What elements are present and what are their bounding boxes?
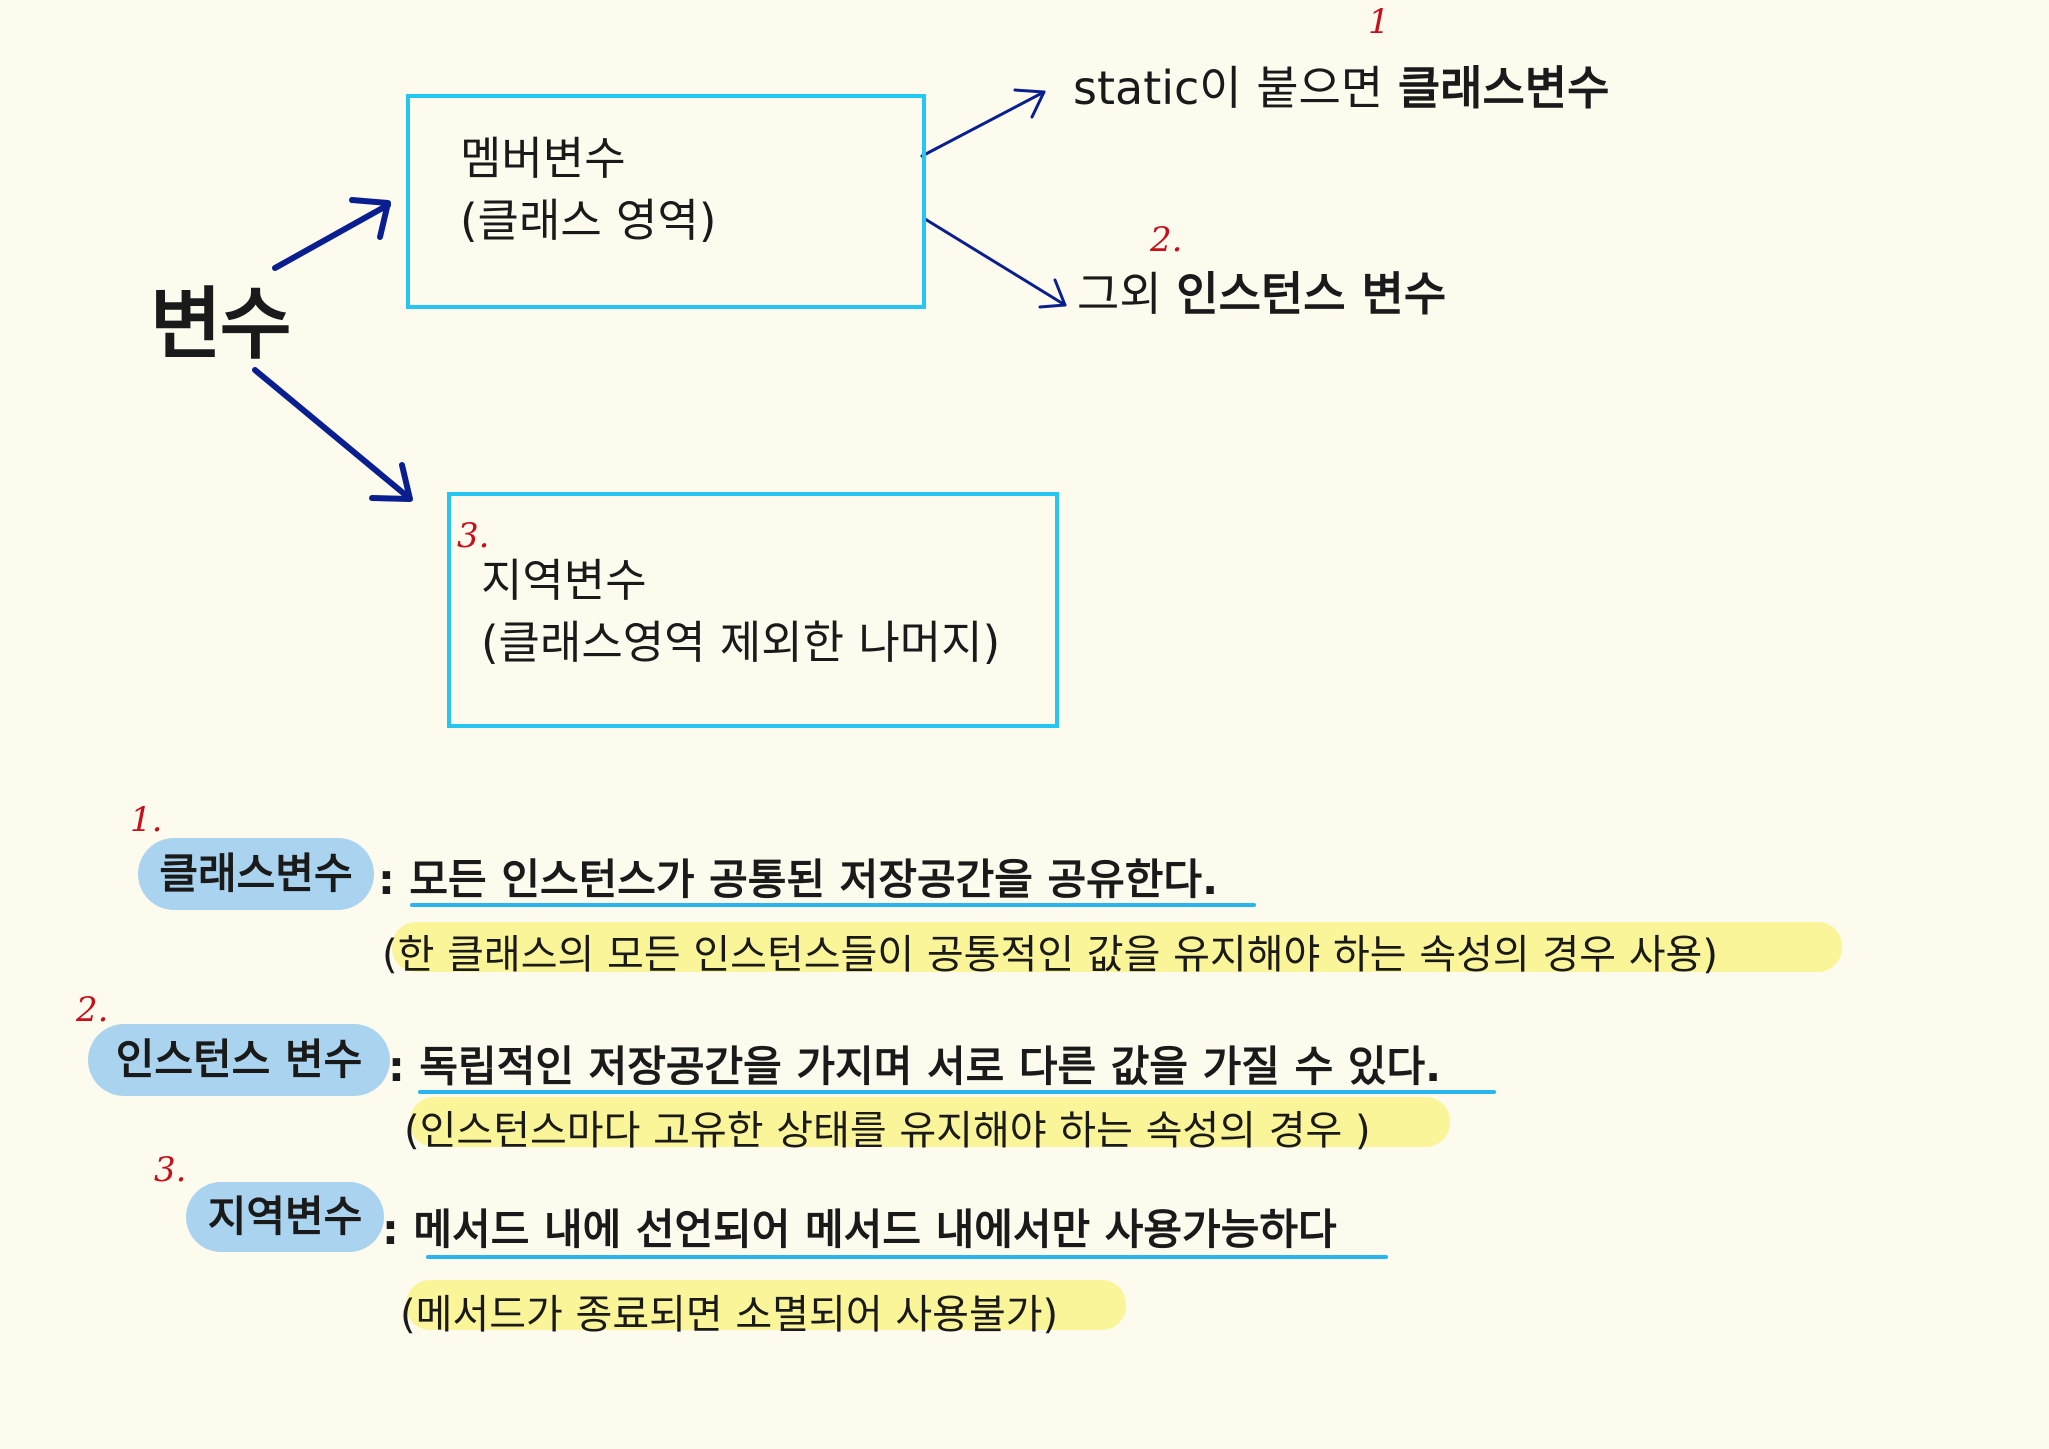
def-class-underline bbox=[410, 903, 1256, 907]
arrow-root-to-local bbox=[252, 367, 413, 502]
member-variable-box: 멤버변수 (클래스 영역) bbox=[406, 94, 926, 309]
def-instance-text: : 독립적인 저장공간을 가지며 서로 다른 값을 가질 수 있다. bbox=[388, 1042, 1442, 1091]
def-instance-term: 인스턴스 변수 bbox=[88, 1024, 390, 1096]
arrow-member-to-class-var bbox=[920, 88, 1046, 158]
def-class-note: (한 클래스의 모든 인스턴스들이 공통적인 값을 유지해야 하는 속성의 경우… bbox=[382, 932, 1718, 978]
member-box-title: 멤버변수 bbox=[460, 132, 626, 185]
def-local-text: : 메서드 내에 선언되어 메서드 내에서만 사용가능하다 bbox=[382, 1205, 1337, 1254]
branch-instance-var: 그외 인스턴스 변수 bbox=[1077, 258, 1446, 324]
def-instance-underline bbox=[418, 1090, 1496, 1094]
def-class-note-highlight bbox=[392, 922, 1842, 972]
local-box-marker: 3. bbox=[457, 516, 490, 556]
def-instance-marker: 2. bbox=[76, 990, 109, 1030]
branch-instance-marker: 2. bbox=[1150, 220, 1183, 260]
member-box-subtitle: (클래스 영역) bbox=[460, 194, 717, 247]
local-box-subtitle: (클래스영역 제외한 나머지) bbox=[481, 616, 1001, 669]
def-instance-note-highlight bbox=[410, 1097, 1450, 1147]
def-local-underline bbox=[426, 1255, 1388, 1259]
def-local-term: 지역변수 bbox=[186, 1182, 384, 1252]
local-variable-box: 3. 지역변수 (클래스영역 제외한 나머지) bbox=[447, 492, 1059, 728]
def-class-term: 클래스변수 bbox=[138, 838, 374, 910]
root-label: 변수 bbox=[150, 280, 292, 370]
def-local-marker: 3. bbox=[154, 1150, 187, 1190]
arrow-root-to-member bbox=[272, 197, 391, 271]
def-class-marker: 1. bbox=[130, 800, 163, 840]
local-box-title: 지역변수 bbox=[481, 554, 647, 607]
def-local-note: (메서드가 종료되면 소멸되어 사용불가) bbox=[400, 1292, 1059, 1338]
branch-class-prefix: static이 붙으면 bbox=[1073, 61, 1398, 115]
branch-instance-term: 인스턴스 변수 bbox=[1176, 267, 1447, 321]
arrow-member-to-instance-var bbox=[923, 217, 1067, 309]
def-instance-note: (인스턴스마다 고유한 상태를 유지해야 하는 속성의 경우 ) bbox=[404, 1108, 1371, 1154]
def-local-note-highlight bbox=[406, 1280, 1126, 1330]
branch-instance-prefix: 그외 bbox=[1077, 267, 1177, 321]
def-class-text: : 모든 인스턴스가 공통된 저장공간을 공유한다. bbox=[378, 855, 1219, 904]
branch-class-var: static이 붙으면 클래스변수 bbox=[1073, 52, 1609, 118]
branch-class-term: 클래스변수 bbox=[1397, 61, 1610, 115]
branch-class-marker: 1 bbox=[1368, 2, 1390, 42]
